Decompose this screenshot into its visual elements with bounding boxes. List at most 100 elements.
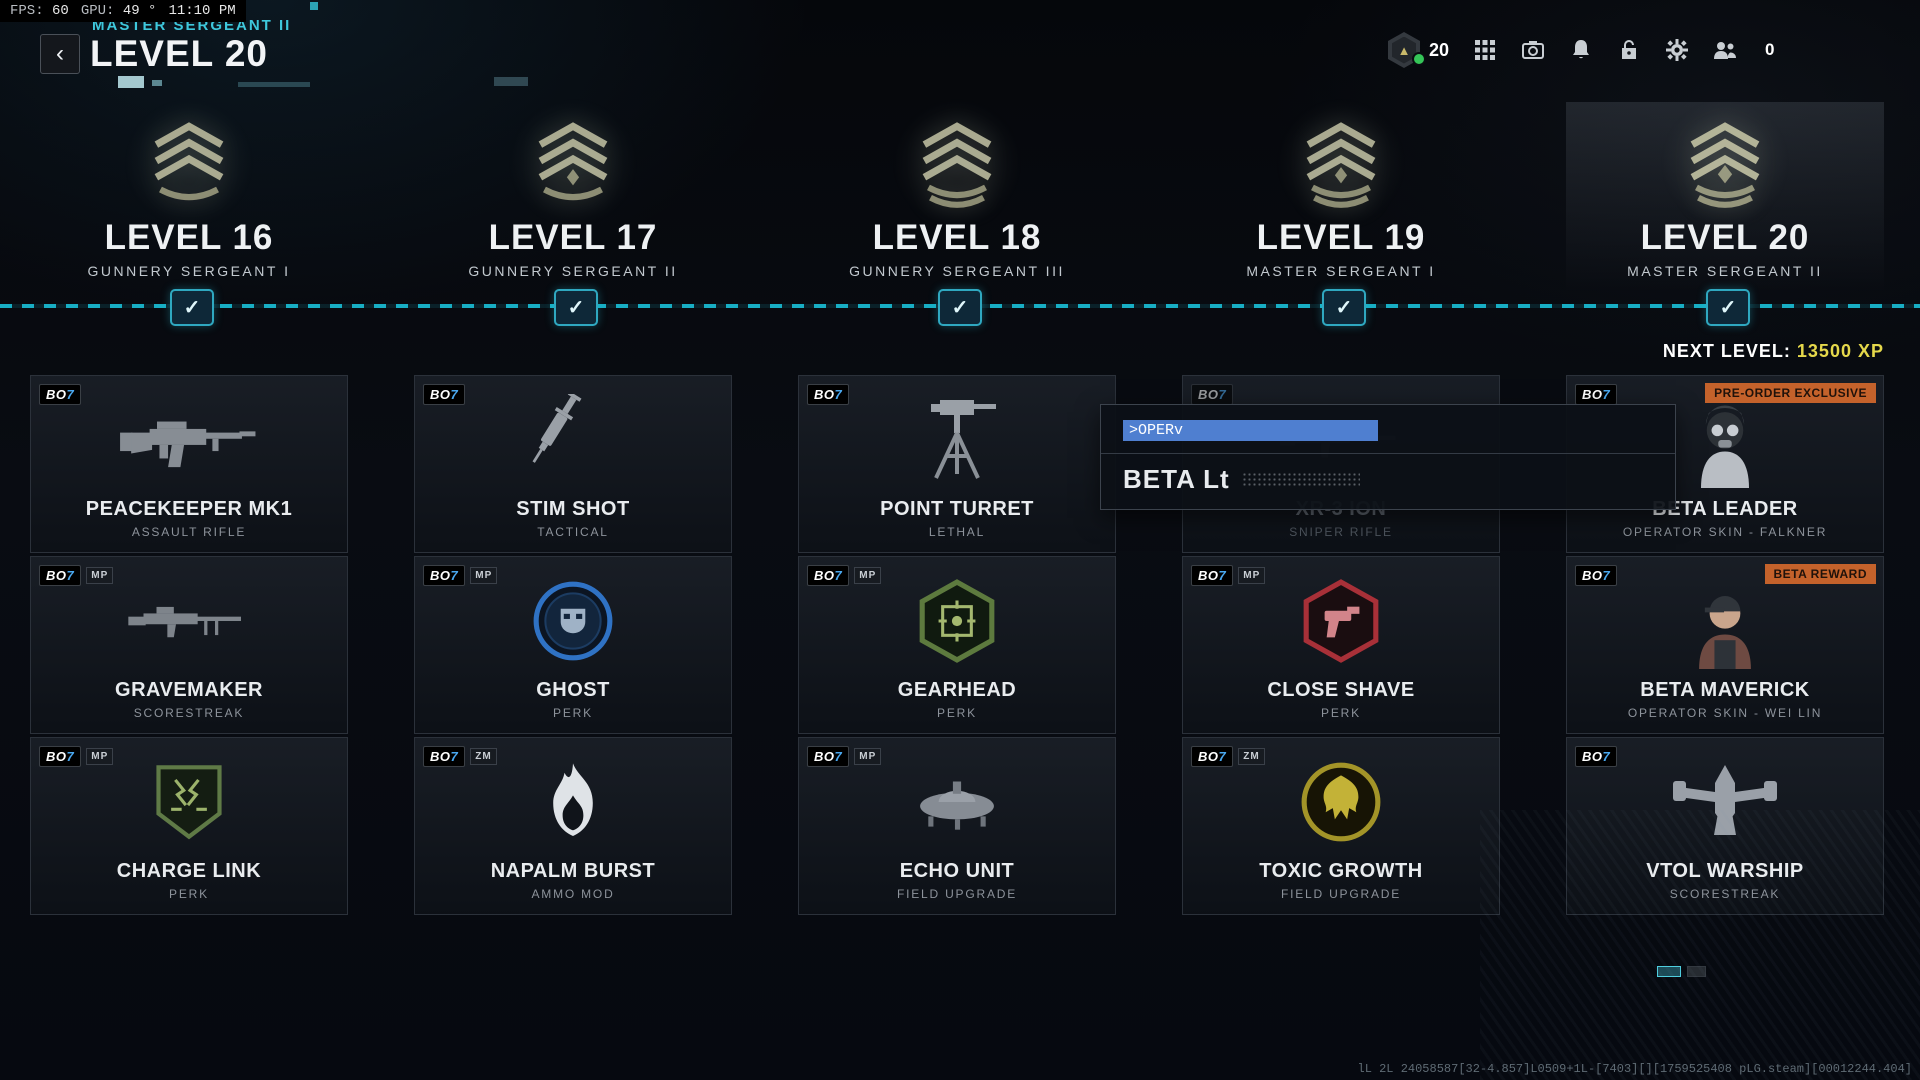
unlock-card-toxic-growth[interactable]: BO7 ZM TOXIC GROWTH FIELD UPGRADE [1182, 737, 1500, 915]
unlock-card-vtol-warship[interactable]: BO7 VTOL WARSHIP SCORESTREAK [1566, 737, 1884, 915]
level-18-complete-checkbox[interactable]: ✓ [938, 289, 982, 326]
check-icon: ✓ [567, 297, 585, 319]
card-badges: BO7 [807, 384, 850, 405]
apps-grid-icon[interactable] [1473, 38, 1497, 62]
bo7-badge: BO7 [1191, 565, 1234, 586]
bo7-badge: BO7 [1191, 384, 1234, 405]
card-name: POINT TURRET [880, 498, 1034, 520]
card-name: NAPALM BURST [490, 860, 656, 882]
bo7-badge: BO7 [39, 565, 82, 586]
gearhead-perk-icon [799, 569, 1115, 673]
card-name: STIM SHOT [516, 498, 630, 520]
card-name: CLOSE SHAVE [1267, 679, 1415, 701]
unlock-padlock-icon[interactable] [1617, 38, 1641, 62]
back-chevron-icon: ‹ [56, 40, 64, 67]
beta-reward-banner: BETA REWARD [1764, 564, 1876, 584]
fps-value: 60 [52, 3, 69, 19]
tooltip-title-text: BETA Lt [1123, 464, 1230, 494]
next-level-xp: NEXT LEVEL: 13500 XP [1663, 341, 1884, 362]
bo7-badge: BO7 [423, 746, 466, 767]
level-title: LEVEL 16 [104, 218, 274, 257]
card-name: GEARHEAD [897, 679, 1017, 701]
hud-glitch-decor [238, 82, 310, 87]
card-badges: BO7 MP [39, 565, 114, 586]
level-header-16: LEVEL 16 GUNNERY SERGEANT I [30, 92, 348, 279]
settings-gear-icon[interactable] [1665, 38, 1689, 62]
unlock-card-charge-link[interactable]: BO7 MP CHARGE LINK PERK [30, 737, 348, 915]
operator-wei-lin-portrait [1567, 569, 1883, 673]
social-friends-icon[interactable] [1713, 38, 1737, 62]
unlock-card-ghost[interactable]: BO7 MP GHOST PERK [414, 556, 732, 734]
notifications-bell-icon[interactable] [1569, 38, 1593, 62]
unlock-card-napalm-burst[interactable]: BO7 ZM NAPALM BURST AMMO MOD [414, 737, 732, 915]
bo7-badge: BO7 [807, 565, 850, 586]
card-type: SNIPER RIFLE [1289, 525, 1393, 539]
bo7-badge: BO7 [807, 384, 850, 405]
card-badges: BO7 MP [1191, 565, 1266, 586]
capture-camera-icon[interactable] [1521, 38, 1545, 62]
level-rank-name: GUNNERY SERGEANT II [468, 263, 678, 279]
bo7-badge: BO7 [807, 746, 850, 767]
bo7-badge: BO7 [1575, 746, 1618, 767]
back-button[interactable]: ‹ [40, 34, 80, 74]
card-name: PEACEKEEPER MK1 [85, 498, 293, 520]
card-type: ASSAULT RIFLE [131, 525, 247, 539]
tooltip-highlighted-text: >OPERv [1123, 420, 1378, 441]
level-17-complete-checkbox[interactable]: ✓ [554, 289, 598, 326]
level-header-19: LEVEL 19 MASTER SERGEANT I [1182, 92, 1500, 279]
unlock-card-beta-maverick[interactable]: BO7 BETA REWARD BETA MAVERICK OPERATOR S… [1566, 556, 1884, 734]
point-turret-icon [799, 388, 1115, 492]
scorestreak-gun-icon [31, 569, 347, 673]
hud-glitch-decor [310, 2, 318, 10]
level-20-complete-checkbox[interactable]: ✓ [1706, 289, 1750, 326]
mode-tag: MP [854, 567, 882, 584]
level-header-18: LEVEL 18 GUNNERY SERGEANT III [798, 92, 1116, 279]
card-type: SCORESTREAK [1669, 887, 1781, 901]
card-badges: BO7 [1191, 384, 1234, 405]
unlock-card-gravemaker[interactable]: BO7 MP GRAVEMAKER SCORESTREAK [30, 556, 348, 734]
check-icon: ✓ [183, 297, 201, 319]
top-right-bar: ▲ 20 [1388, 30, 1775, 70]
gpu-label: GPU: [80, 3, 115, 19]
card-badges: BO7 MP [423, 565, 498, 586]
next-level-xp-value: 13500 [1796, 341, 1852, 361]
unlock-card-stim-shot[interactable]: BO7 STIM SHOT TACTICAL [414, 375, 732, 553]
napalm-flame-icon [415, 750, 731, 854]
level-16-complete-checkbox[interactable]: ✓ [170, 289, 214, 326]
gpu-value: 49 ° [122, 3, 157, 19]
check-icon: ✓ [1719, 297, 1737, 319]
loading-tooltip: >OPERv BETA Lt [1100, 404, 1676, 510]
unlock-card-gearhead[interactable]: BO7 MP GEARHEAD PERK [798, 556, 1116, 734]
tooltip-header: >OPERv [1101, 405, 1675, 454]
online-status-dot [1412, 52, 1426, 66]
ghost-perk-icon [415, 569, 731, 673]
hud-glitch-decor [118, 76, 144, 88]
close-shave-perk-icon [1183, 569, 1499, 673]
charge-link-perk-icon [31, 750, 347, 854]
unlock-card-point-turret[interactable]: BO7 POINT TURRET LETHAL [798, 375, 1116, 553]
unlock-card-close-shave[interactable]: BO7 MP CLOSE SHAVE PERK [1182, 556, 1500, 734]
unlock-card-peacekeeper-mk1[interactable]: BO7 PEACEKEEPER MK1 ASSAULT RIFLE [30, 375, 348, 553]
rank-insignia-icon [118, 92, 260, 234]
card-type: PERK [169, 887, 209, 901]
card-name: BETA MAVERICK [1640, 679, 1810, 701]
page-indicator-1[interactable] [1657, 966, 1681, 977]
card-badges: BO7 [1575, 384, 1618, 405]
card-name: VTOL WARSHIP [1646, 860, 1804, 882]
bo7-badge: BO7 [1575, 384, 1618, 405]
card-type: AMMO MOD [531, 887, 615, 901]
card-name: GHOST [536, 679, 610, 701]
card-type: PERK [937, 706, 977, 720]
clock: 11:10 PM [168, 3, 236, 19]
page-indicator-2[interactable] [1687, 966, 1706, 977]
level-title: LEVEL 18 [872, 218, 1042, 257]
rank-insignia-icon [886, 92, 1028, 234]
card-name: CHARGE LINK [116, 860, 262, 882]
unlock-card-echo-unit[interactable]: BO7 MP ECHO UNIT FIELD UPGRADE [798, 737, 1116, 915]
card-badges: BO7 [1575, 565, 1618, 586]
level-19-complete-checkbox[interactable]: ✓ [1322, 289, 1366, 326]
card-name: TOXIC GROWTH [1259, 860, 1423, 882]
preorder-banner: PRE-ORDER EXCLUSIVE [1705, 383, 1876, 403]
check-icon: ✓ [1335, 297, 1353, 319]
